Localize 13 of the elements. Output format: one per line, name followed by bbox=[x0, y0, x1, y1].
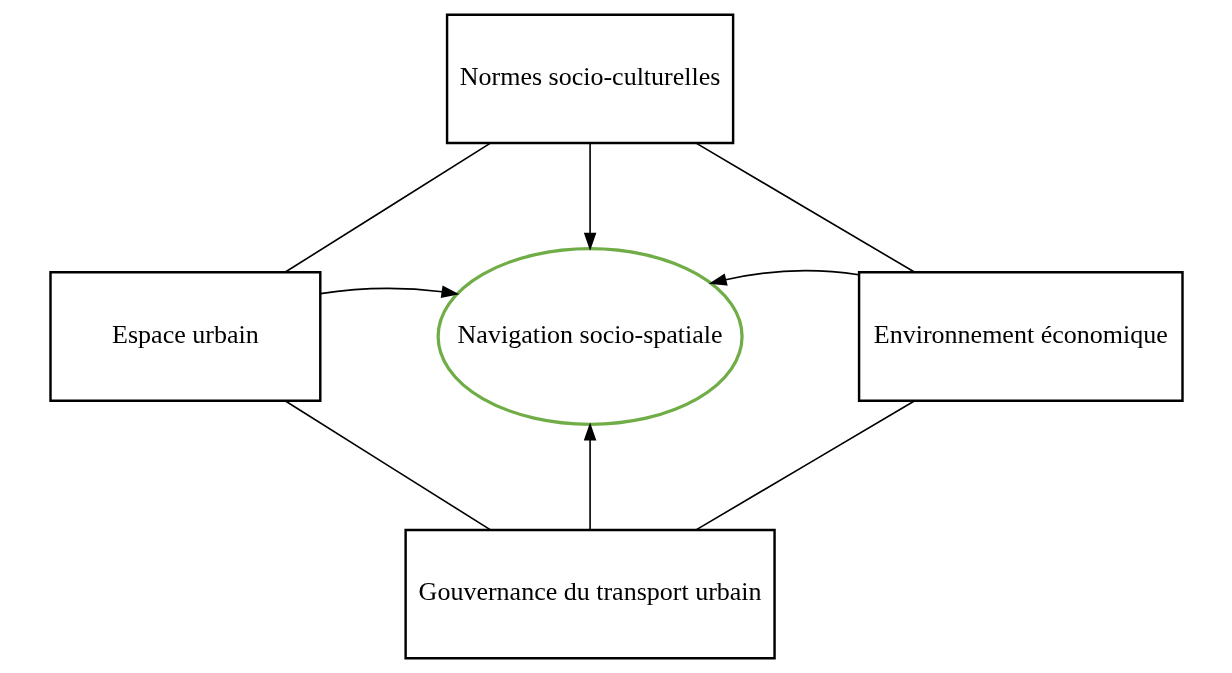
connector bbox=[284, 400, 491, 531]
node-ellipse: Navigation socio-spatiale bbox=[436, 247, 744, 426]
connector bbox=[283, 142, 491, 274]
connector bbox=[694, 400, 915, 531]
arrow bbox=[708, 269, 860, 286]
node-box: Gouvernance du transport urbain bbox=[403, 528, 776, 660]
arrow bbox=[583, 422, 596, 531]
node-box: Normes socio-culturelles bbox=[445, 13, 734, 145]
node-box: Espace urbain bbox=[48, 271, 322, 402]
arrow bbox=[583, 142, 596, 251]
connector bbox=[695, 142, 916, 274]
node-box: Environnement économique bbox=[857, 271, 1184, 402]
arrow bbox=[319, 285, 459, 298]
